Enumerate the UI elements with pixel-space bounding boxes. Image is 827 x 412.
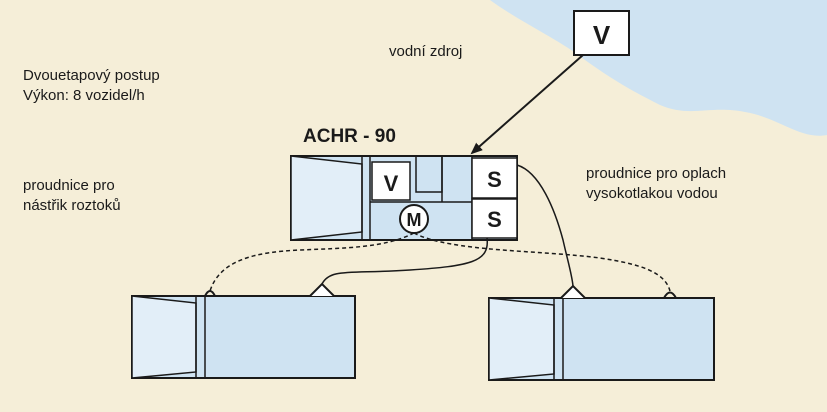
- dashed-hose-left: [209, 232, 415, 292]
- outlet-top-symbol: S: [487, 167, 502, 192]
- process-info-line-2: Výkon: 8 vozidel/h: [23, 87, 145, 104]
- outlet-top-box: [471, 157, 518, 199]
- achr-unit: [290, 155, 518, 241]
- left-nozzle-label-line-2: nástřik roztoků: [23, 197, 121, 214]
- hose-to-right-vehicle: [516, 164, 574, 287]
- hose-to-left-vehicle: [321, 237, 488, 285]
- unit-valve-box: [371, 161, 411, 201]
- left-nozzle-label-line-1: proudnice pro: [23, 177, 115, 194]
- process-info-line-1: Dvouetapový postup: [23, 67, 160, 84]
- right-vehicle: [488, 284, 715, 381]
- right-nozzle-label-line-2: vysokotlakou vodou: [586, 185, 718, 202]
- right-nozzle-label-line-1: proudnice pro oplach: [586, 165, 727, 182]
- water-source-area: [490, 0, 827, 136]
- unit-valve-symbol: V: [384, 171, 399, 196]
- outlet-bottom-box: [471, 198, 518, 239]
- source-valve-symbol: V: [593, 20, 611, 50]
- outlet-bottom-symbol: S: [487, 207, 502, 232]
- motor-symbol: M: [407, 210, 422, 230]
- water-source-label: vodní zdroj: [389, 43, 463, 60]
- unit-title: ACHR - 90: [303, 126, 396, 147]
- dashed-hose-right: [413, 232, 671, 292]
- left-vehicle: [131, 282, 356, 379]
- water-supply-arrow: [470, 54, 584, 155]
- source-valve-box: [573, 10, 630, 56]
